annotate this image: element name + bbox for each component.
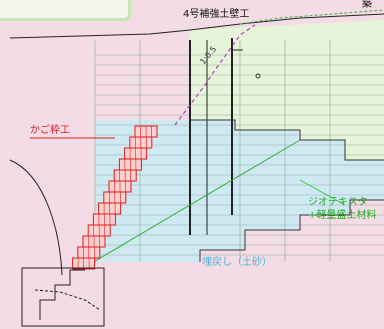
footing-dashed-line — [34, 289, 101, 311]
footing-box — [21, 267, 105, 327]
stepped-lower-line — [199, 199, 384, 262]
footing-step-line — [39, 269, 85, 320]
overlay-panel — [0, 0, 131, 21]
marker-circle — [255, 73, 261, 79]
left-arc-line — [9, 159, 63, 276]
geotextile-leader-line — [299, 179, 346, 206]
backfill-label: 埋戻し（土砂） — [202, 257, 272, 268]
top-dashed-line — [239, 9, 384, 25]
wall-title-label: 4号補強土壁工 — [183, 9, 250, 20]
geotextile-label-2: +軽量盛土材料 — [308, 210, 377, 221]
corner-label: 築 — [362, 0, 372, 10]
green-diagonal-line — [79, 139, 301, 271]
basket-stack — [72, 125, 158, 270]
lower-blue-fill — [95, 120, 384, 262]
top-ground-line — [9, 13, 384, 39]
geotextile-label-1: ジオテキスタ — [308, 197, 368, 208]
slope-dashed-line — [174, 24, 256, 126]
basket-label: かご枠工 — [30, 125, 70, 136]
stepped-excavation-line — [190, 119, 384, 161]
